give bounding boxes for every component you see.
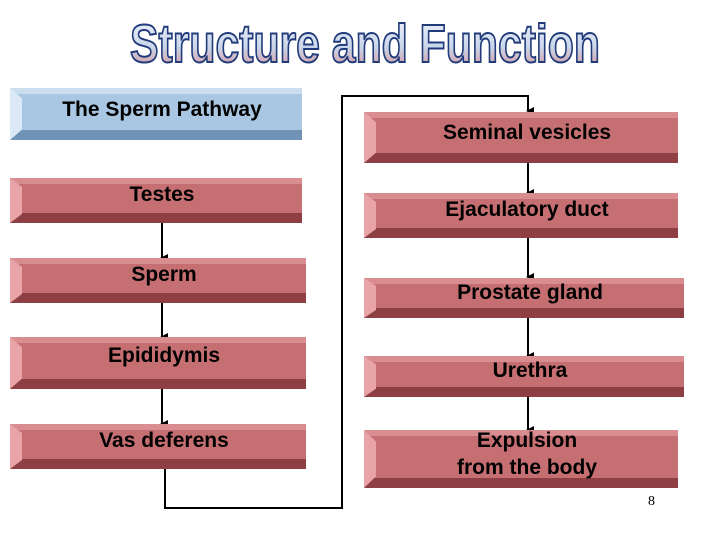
header-box-sperm-pathway: The Sperm Pathway bbox=[10, 88, 302, 140]
pathway-box-label: Vas deferens bbox=[99, 429, 229, 452]
pathway-box-label: Testes bbox=[129, 183, 195, 206]
pathway-box-label: Prostate gland bbox=[457, 281, 603, 304]
pathway-box-label: Ejaculatory duct bbox=[445, 198, 609, 221]
pathway-box-vas-deferens: Vas deferens bbox=[10, 424, 306, 469]
pathway-box-label: Seminal vesicles bbox=[442, 121, 612, 144]
pathway-box-label: Sperm bbox=[131, 263, 197, 286]
pathway-box-expulsion: Expulsion from the body bbox=[364, 428, 678, 488]
pathway-box-label: Expulsion from the body bbox=[457, 428, 597, 479]
pathway-box-testes: Testes bbox=[10, 178, 302, 223]
pathway-box-ejaculatory-duct: Ejaculatory duct bbox=[364, 193, 678, 238]
pathway-box-label: Epididymis bbox=[107, 344, 221, 367]
header-box-label: The Sperm Pathway bbox=[62, 97, 262, 121]
page-number: 8 bbox=[648, 494, 655, 509]
slide-title-text: Structure and Function bbox=[130, 14, 600, 74]
pathway-box-label: Urethra bbox=[492, 359, 568, 382]
pathway-box-sperm: Sperm bbox=[10, 258, 306, 303]
slide-title: Structure and Function bbox=[129, 13, 601, 75]
pathway-box-seminal-vesicles: Seminal vesicles bbox=[364, 112, 678, 163]
pathway-box-prostate-gland: Prostate gland bbox=[364, 278, 684, 318]
pathway-box-urethra: Urethra bbox=[364, 356, 684, 397]
arrow-vas-deferens-to-seminal-vesicles bbox=[164, 95, 534, 509]
pathway-box-epididymis: Epididymis bbox=[10, 337, 306, 389]
